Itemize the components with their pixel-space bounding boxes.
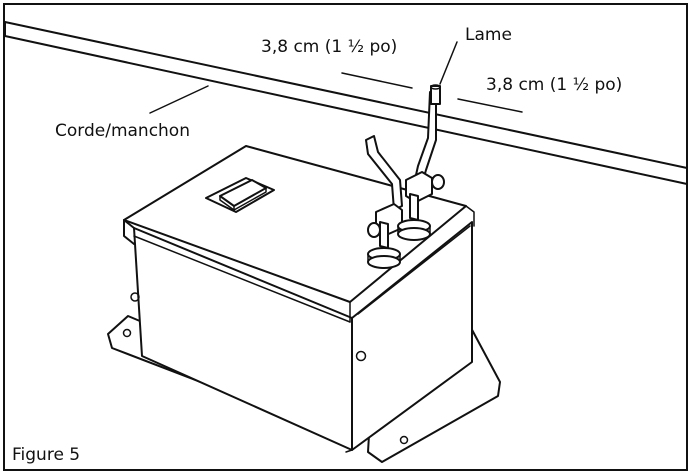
dimension-label-right: 3,8 cm (1 ½ po) — [486, 75, 622, 95]
dimension-label-left: 3,8 cm (1 ½ po) — [261, 37, 397, 57]
screw-front — [130, 292, 140, 302]
dimension-markers — [149, 41, 523, 114]
blade-leader — [439, 41, 458, 85]
cord-sleeve — [4, 21, 688, 185]
power-switch-icon[interactable] — [205, 177, 275, 213]
blade-tip — [430, 85, 441, 105]
blade-label: Lame — [465, 25, 512, 45]
mount-hole-left — [122, 328, 132, 338]
cord-leader — [149, 85, 209, 114]
screw-side — [355, 350, 367, 362]
figure-frame — [3, 3, 688, 471]
blade-assembly — [365, 84, 445, 269]
dimension-line-left — [341, 72, 413, 89]
mount-hole-front — [399, 435, 409, 445]
dimension-line-right — [457, 98, 523, 113]
cord-label: Corde/manchon — [55, 121, 190, 141]
figure-caption: Figure 5 — [12, 445, 80, 465]
